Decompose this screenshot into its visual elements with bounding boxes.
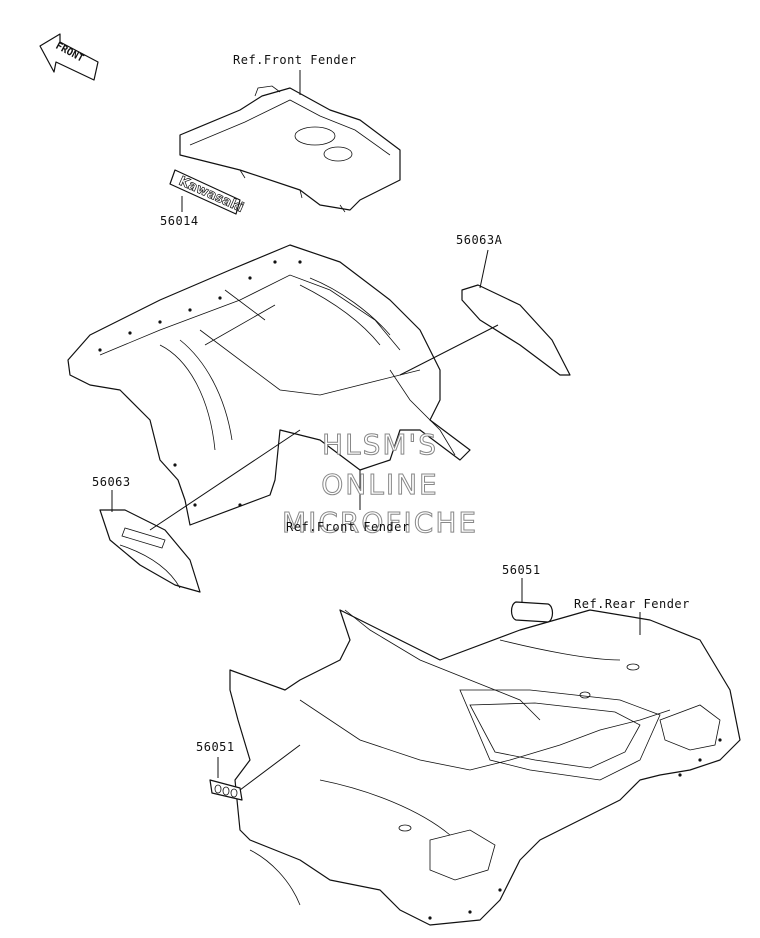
label-ref-front-fender-top: Ref.Front Fender	[233, 53, 357, 67]
label-56063A: 56063A	[456, 233, 503, 247]
decal-56063A-part	[461, 284, 571, 376]
label-56051-top: 56051	[502, 563, 541, 577]
front-fender-top-part	[179, 85, 401, 213]
label-56063: 56063	[92, 475, 131, 489]
leader-line	[479, 249, 489, 289]
reflector-56051-bottom-part	[209, 779, 243, 801]
watermark-line-3: MICROFICHE	[282, 506, 478, 539]
reflector-56051-top-part	[510, 601, 554, 623]
watermark-line-1: HLSM'S	[322, 428, 438, 461]
label-ref-front-fender-mid: Ref.Front Fender	[286, 520, 410, 534]
kawasaki-decal-part: Kawasaki	[169, 169, 246, 216]
label-56051-bottom: 56051	[196, 740, 235, 754]
kawasaki-decal-text: Kawasaki	[176, 174, 245, 216]
decal-56063-part	[99, 509, 201, 593]
leader-line	[239, 744, 301, 791]
front-fender-body-part	[67, 244, 471, 526]
rear-fender-body-part	[229, 609, 741, 926]
label-ref-rear-fender: Ref.Rear Fender	[574, 597, 690, 611]
leader-line	[399, 324, 499, 376]
front-arrow-icon: FRONT	[39, 33, 99, 81]
label-56014: 56014	[160, 214, 199, 228]
leader-line	[149, 429, 301, 531]
watermark-line-2: ONLINE	[321, 468, 438, 501]
